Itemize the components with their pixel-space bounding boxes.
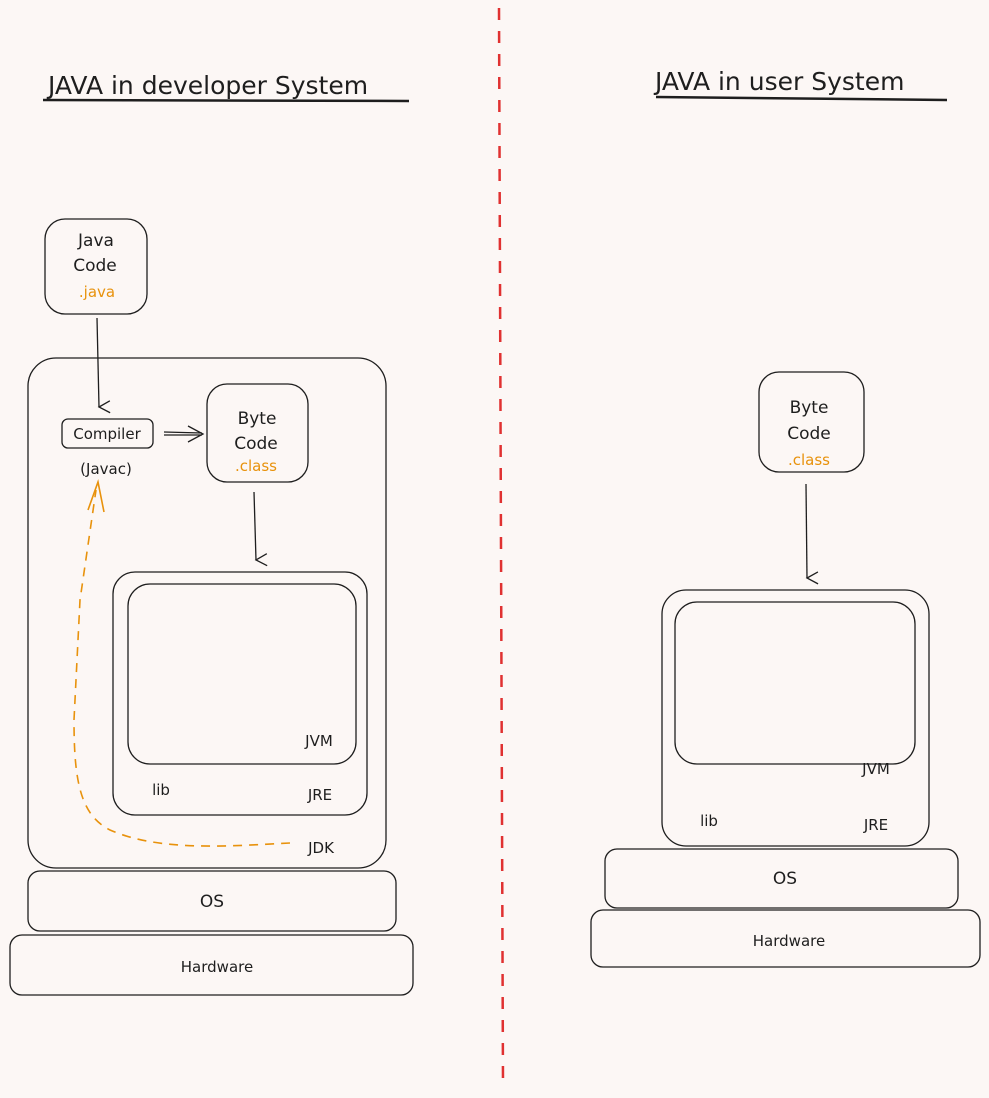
right-jre-label: JRE: [863, 816, 888, 834]
right-title: JAVA in user System: [653, 67, 904, 96]
right-bytecode-line1: Byte: [790, 398, 829, 418]
compiler-label: Compiler: [73, 425, 141, 443]
right-class-extension: .class: [788, 451, 830, 469]
right-bytecode-box: [758, 371, 865, 473]
left-hardware-box: [9, 934, 414, 996]
arrow-bytecode-to-jvm-right: [805, 483, 819, 585]
right-bytecode-line2: Code: [787, 424, 831, 444]
right-os-box: [604, 848, 959, 909]
left-jre-label: JRE: [307, 786, 332, 804]
left-bytecode-line2: Code: [234, 434, 278, 454]
left-jvm-label: JVM: [304, 732, 333, 750]
right-hardware-label: Hardware: [753, 932, 825, 950]
java-code-line1: Java: [77, 231, 114, 251]
jdk-box: [27, 357, 387, 869]
left-class-extension: .class: [235, 457, 277, 475]
left-os-label: OS: [200, 892, 224, 912]
right-jvm-box: [674, 601, 916, 765]
jdk-feedback-dashed-arrow: [73, 489, 291, 847]
left-title-underline: [42, 98, 410, 103]
java-code-box: [44, 218, 148, 315]
arrow-bytecode-to-jvm-left: [253, 491, 268, 567]
left-bytecode-box: [206, 383, 309, 483]
right-hardware-box: [590, 909, 981, 968]
arrow-compiler-to-bytecode-head: [187, 425, 205, 443]
left-jre-box: [112, 571, 368, 816]
arrow-compiler-to-bytecode: [163, 431, 203, 434]
right-jvm-label: JVM: [861, 760, 890, 778]
left-hardware-label: Hardware: [181, 958, 253, 976]
java-code-line2: Code: [73, 256, 117, 276]
right-lib-label: lib: [700, 812, 718, 830]
feedback-arrowhead: [87, 479, 105, 513]
right-jre-box: [661, 589, 930, 847]
left-jvm-box: [127, 583, 357, 765]
arrow-java-to-compiler: [96, 317, 111, 414]
left-bytecode-line1: Byte: [238, 409, 277, 429]
right-title-underline: [655, 95, 948, 102]
java-extension: .java: [79, 283, 115, 301]
left-lib-label: lib: [152, 781, 170, 799]
right-os-label: OS: [773, 869, 797, 889]
compiler-box: [61, 418, 154, 449]
divider-line: [497, 7, 505, 1086]
left-os-box: [27, 870, 397, 932]
javac-label: (Javac): [80, 460, 132, 478]
left-title: JAVA in developer System: [46, 71, 368, 100]
jdk-label: JDK: [307, 839, 335, 857]
